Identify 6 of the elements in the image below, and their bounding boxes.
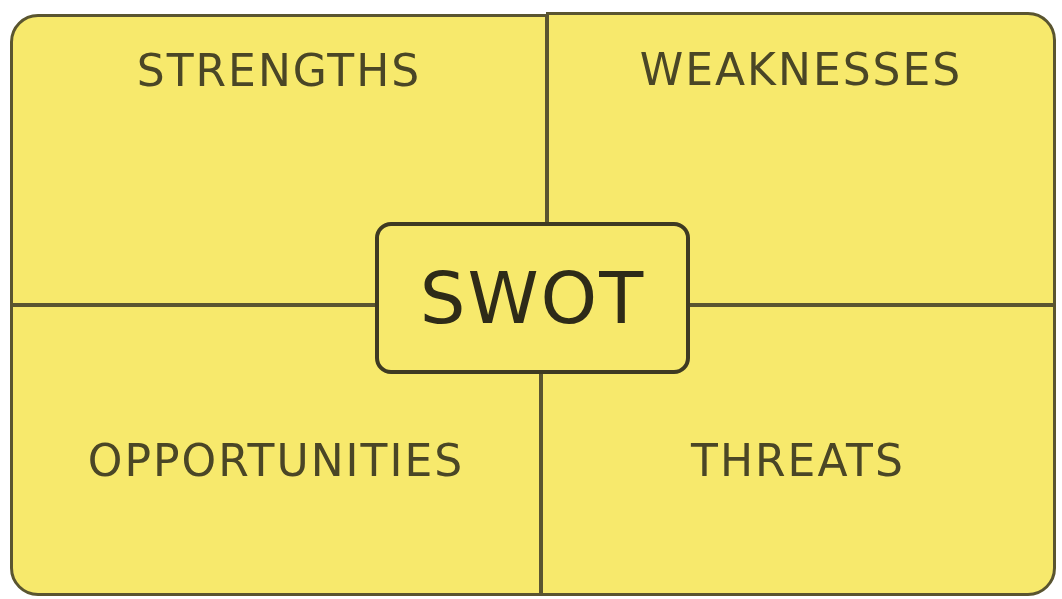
quadrant-title: OPPORTUNITIES	[87, 434, 465, 486]
quadrant-title: THREATS	[691, 434, 905, 486]
quadrant-title: WEAKNESSES	[639, 43, 963, 95]
quadrant-title: STRENGTHS	[136, 44, 422, 96]
center-label-box	[375, 222, 690, 374]
center-title: SWOT	[419, 256, 646, 340]
